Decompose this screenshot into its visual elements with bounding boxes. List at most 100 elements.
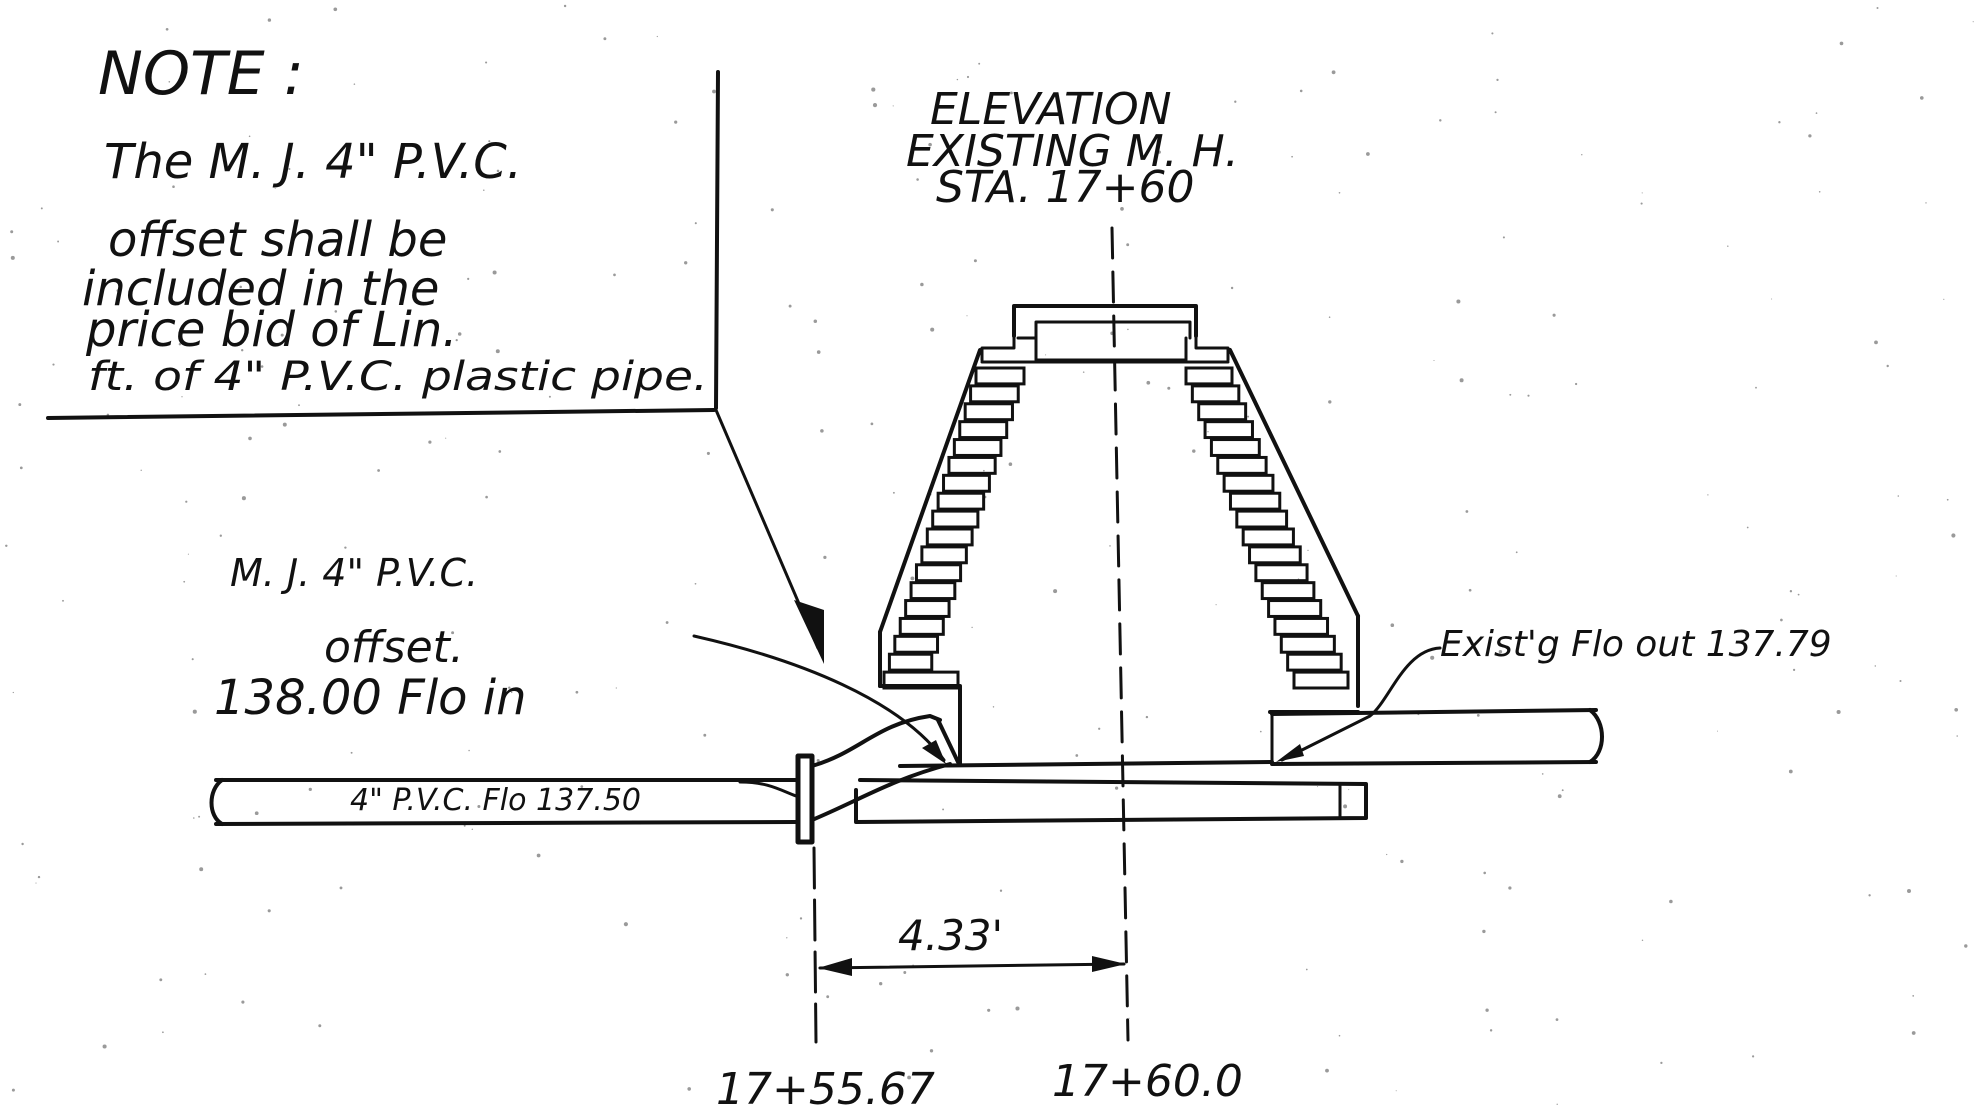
speckle: [445, 437, 447, 439]
speckle: [1215, 604, 1217, 606]
speckle: [1792, 668, 1796, 672]
speckle: [1954, 707, 1959, 712]
brick-course: [947, 455, 997, 475]
speckle: [1911, 1031, 1916, 1035]
speckle: [1907, 889, 1911, 893]
brick-course: [904, 599, 951, 618]
speckle: [613, 273, 616, 277]
speckle: [1167, 386, 1171, 390]
dimension-4-33: 4.33': [812, 846, 1126, 1044]
dimension-value: 4.33': [898, 911, 1003, 960]
brick-course: [1286, 652, 1343, 672]
brick-course: [1209, 438, 1261, 457]
speckle: [1483, 871, 1486, 875]
brick-course: [1228, 491, 1282, 511]
speckle: [1789, 590, 1793, 593]
speckle: [1755, 386, 1757, 389]
speckle: [674, 120, 678, 124]
speckle: [451, 631, 455, 635]
speckle: [339, 886, 343, 890]
speckle: [1053, 589, 1058, 594]
speckle: [916, 178, 919, 181]
brick-course: [1260, 581, 1316, 601]
speckle: [1815, 112, 1818, 114]
speckle: [1305, 968, 1308, 971]
speckle: [508, 686, 511, 689]
speckle: [1485, 1008, 1489, 1012]
speckle: [1126, 243, 1130, 247]
outlet-pipe-top: [1270, 708, 1598, 716]
speckle: [248, 436, 252, 441]
speckle: [174, 238, 177, 240]
speckle: [928, 142, 932, 147]
speckle: [1348, 789, 1350, 791]
speckle: [892, 491, 895, 494]
speckle: [823, 555, 827, 560]
speckle: [116, 289, 120, 292]
speckle: [978, 62, 981, 65]
speckle: [485, 495, 488, 499]
speckle: [563, 4, 567, 8]
speckle: [1808, 134, 1812, 138]
flow-in-label: 138.00 Flo in: [214, 670, 527, 726]
elevation-title-line-3: STA. 17+60: [936, 162, 1195, 213]
speckle: [1456, 299, 1461, 304]
speckle: [1247, 415, 1250, 418]
speckle: [10, 255, 15, 260]
speckle: [706, 451, 710, 455]
cone-outer-wall-left: [878, 348, 982, 634]
speckle: [1338, 191, 1341, 194]
speckle: [219, 534, 222, 537]
footing-outline: [854, 778, 1368, 824]
speckle: [510, 691, 513, 694]
speckle: [1897, 495, 1900, 497]
speckle: [1390, 623, 1395, 627]
speckle: [483, 189, 485, 192]
manhole-cover-inner: [1016, 320, 1192, 340]
speckle: [193, 817, 195, 819]
speckle: [485, 61, 488, 64]
speckle: [694, 222, 697, 225]
speckle: [799, 917, 803, 920]
speckle: [907, 1075, 912, 1080]
brick-course: [1279, 634, 1336, 654]
offset-label-line-2: offset.: [324, 622, 464, 673]
brick-course: [952, 438, 1003, 457]
speckle: [785, 973, 789, 977]
speckle: [687, 1087, 691, 1091]
speckle: [920, 282, 924, 287]
speckle: [318, 1024, 322, 1028]
speckle: [18, 403, 22, 407]
speckle: [288, 167, 291, 171]
note-box: NOTE : The M. J. 4" P.V.C. offset shall …: [46, 39, 720, 420]
speckle: [813, 319, 818, 323]
speckle: [183, 580, 186, 583]
speckle: [816, 758, 820, 763]
speckle: [1468, 588, 1472, 592]
speckle: [1886, 364, 1889, 368]
speckle: [1641, 939, 1644, 942]
speckle: [942, 808, 945, 811]
speckle: [966, 315, 968, 317]
speckle: [870, 422, 874, 426]
speckle: [1925, 202, 1927, 204]
speckle: [1145, 715, 1149, 719]
speckle: [1338, 1034, 1341, 1037]
brick-course: [1216, 455, 1268, 475]
speckle: [254, 811, 259, 816]
brick-course: [942, 473, 991, 493]
speckle: [1015, 1006, 1020, 1011]
speckle: [1919, 96, 1924, 100]
speckle: [35, 882, 37, 884]
speckle: [816, 350, 821, 354]
speckle: [1386, 853, 1388, 856]
brick-course: [909, 581, 957, 601]
speckle: [492, 270, 497, 275]
inlet-pipe-end: [209, 778, 224, 826]
speckle: [1943, 298, 1945, 300]
speckle: [1291, 155, 1293, 158]
speckle: [274, 187, 276, 189]
brick-course: [963, 402, 1014, 422]
elevation-title: ELEVATION EXISTING M. H. STA. 17+60: [906, 84, 1239, 213]
